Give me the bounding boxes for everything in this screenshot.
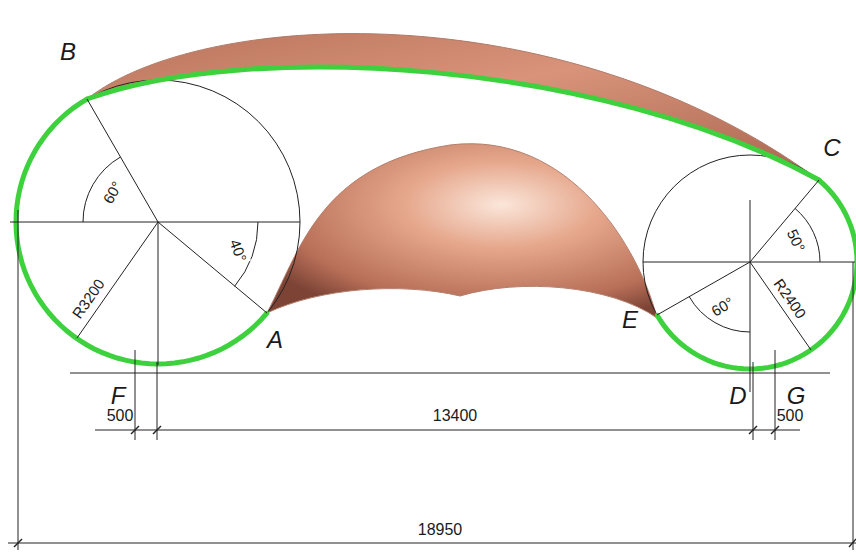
point-letter: E — [620, 307, 640, 333]
point-letter: C — [821, 135, 842, 161]
point-letter: F — [109, 383, 128, 409]
point-letter: G — [785, 383, 808, 409]
dimension-ticks — [14, 426, 856, 547]
green-edge — [657, 180, 856, 369]
dimension-label: 13400 — [431, 407, 480, 425]
dimension-label: 60° — [98, 176, 126, 208]
point-letter: D — [727, 383, 748, 409]
point-letter: A — [265, 327, 285, 353]
dimension-label: 500 — [105, 407, 136, 425]
dimension-label: 50° — [783, 224, 810, 255]
dimension-label: 40° — [225, 235, 250, 266]
green-edge — [16, 99, 267, 364]
dimension-label: 18950 — [416, 521, 465, 539]
dimension-label: R3200 — [67, 273, 109, 322]
dimension-label: 60° — [706, 292, 738, 320]
dimension-label: 500 — [775, 407, 806, 425]
construction-lines — [8, 99, 856, 550]
middle-shell — [267, 144, 657, 318]
green-edge — [87, 67, 819, 180]
point-letter: B — [58, 39, 78, 65]
